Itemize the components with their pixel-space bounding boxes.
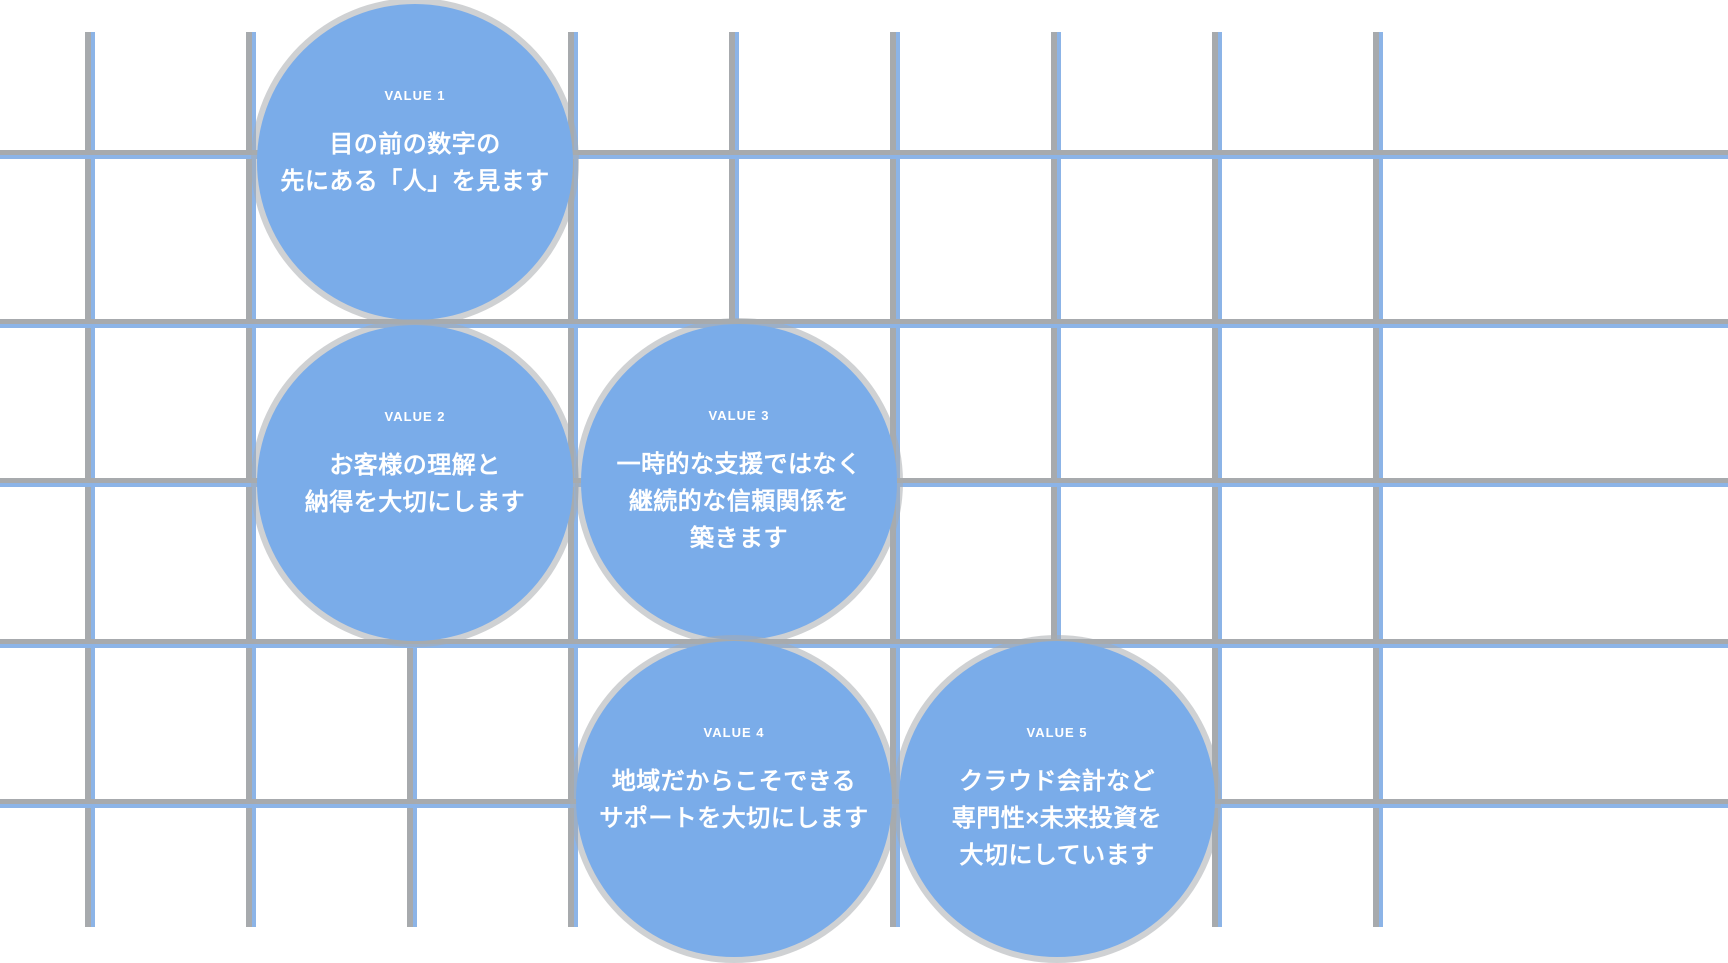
value-3-text-line: 継続的な信頼関係を	[628, 488, 850, 515]
value-circle-4: VALUE 4 地域だからこそできる サポートを大切にします	[576, 641, 892, 957]
value-2-text-line: お客様の理解と	[329, 452, 501, 479]
value-5-label: VALUE 5	[1026, 725, 1088, 740]
grid-horizontal-line	[0, 639, 1728, 648]
value-5-text-line: 専門性×未来投資を	[951, 805, 1163, 832]
value-circle-3: VALUE 3 一時的な支援ではなく 継続的な信頼関係を 築きます	[581, 324, 897, 640]
value-5-text-line: 大切にしています	[959, 842, 1155, 869]
value-3-label: VALUE 3	[708, 408, 770, 423]
value-circle-5: VALUE 5 クラウド会計など 専門性×未来投資を 大切にしています	[899, 641, 1215, 957]
grid-horizontal-line	[0, 319, 1728, 328]
grid-horizontal-line	[0, 150, 1728, 159]
value-4-text-line: 地域だからこそできる	[611, 768, 857, 795]
value-circle-1: VALUE 1 目の前の数字の 先にある「人」を見ます	[257, 4, 573, 320]
value-circle-2: VALUE 2 お客様の理解と 納得を大切にします	[257, 325, 573, 641]
value-2-text-line: 納得を大切にします	[304, 489, 526, 516]
value-1-text-line: 目の前の数字の	[329, 131, 501, 158]
value-3-text-line: 築きます	[690, 525, 788, 552]
value-3-text-line: 一時的な支援ではなく	[616, 451, 862, 478]
value-4-text-line: サポートを大切にします	[599, 805, 869, 832]
value-1-label: VALUE 1	[384, 88, 446, 103]
value-4-label: VALUE 4	[703, 725, 765, 740]
value-1-text-line: 先にある「人」を見ます	[280, 168, 550, 195]
value-2-label: VALUE 2	[384, 409, 446, 424]
value-5-text-line: クラウド会計など	[959, 768, 1155, 795]
